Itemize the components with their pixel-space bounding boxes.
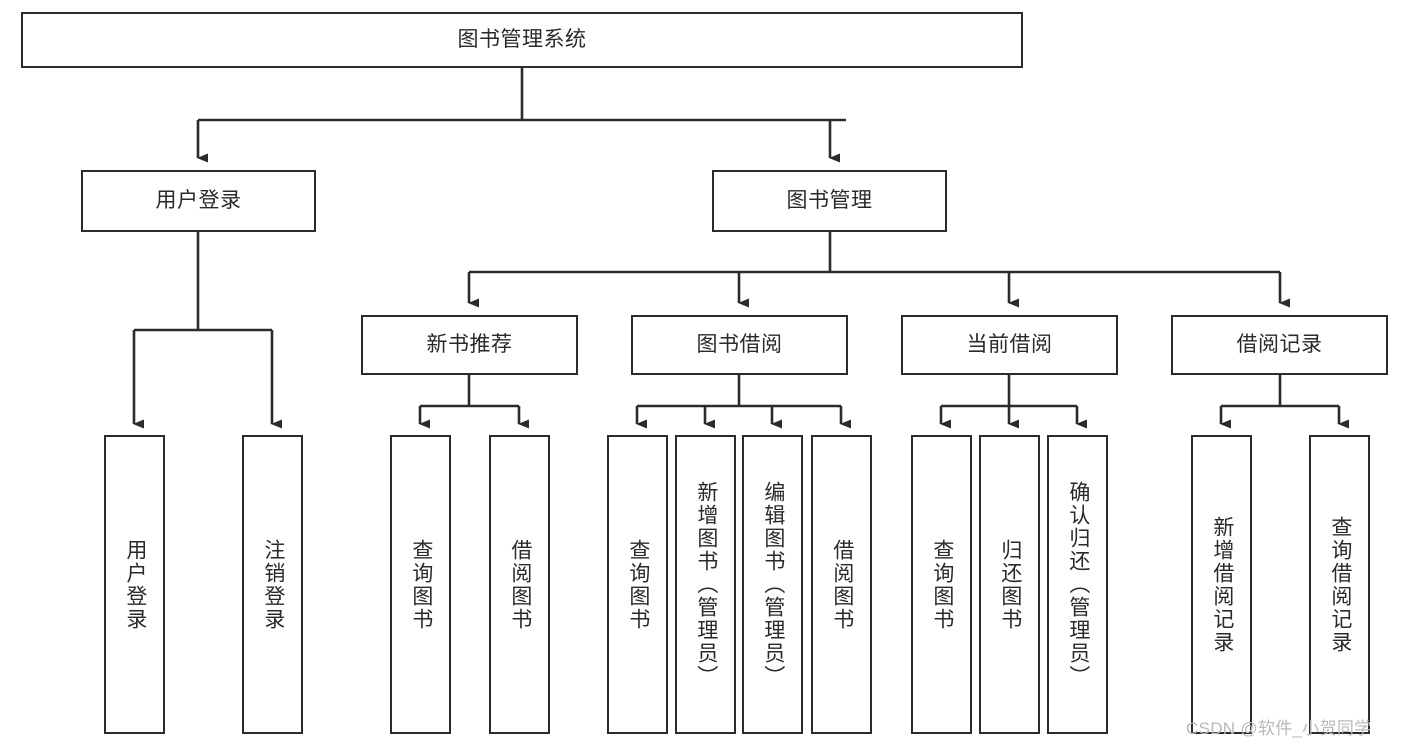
node-user-login[interactable]: 用户登录 <box>81 170 316 232</box>
leaf-record-query-record-label: 查询借阅记录 <box>1328 515 1352 654</box>
node-book-management-label: 图书管理 <box>786 188 873 212</box>
node-new-book-recommend-label: 新书推荐 <box>426 332 513 356</box>
leaf-recommend-borrow-book-label: 借阅图书 <box>508 538 532 631</box>
node-new-book-recommend[interactable]: 新书推荐 <box>361 315 578 375</box>
leaf-record-add-record[interactable]: 新增借阅记录 <box>1191 435 1252 734</box>
leaf-record-query-record[interactable]: 查询借阅记录 <box>1309 435 1370 734</box>
leaf-current-return-book-label: 归还图书 <box>998 538 1022 631</box>
leaf-borrow-query-book[interactable]: 查询图书 <box>607 435 668 734</box>
leaf-borrow-add-book-label: 新增图书（管理员） <box>694 481 718 688</box>
leaf-user-login-signin-label: 用户登录 <box>123 538 147 631</box>
watermark: CSDN @软件_小贺同学 <box>1186 719 1372 738</box>
node-root-label: 图书管理系统 <box>457 27 587 51</box>
leaf-recommend-borrow-book[interactable]: 借阅图书 <box>489 435 550 734</box>
leaf-current-confirm-return-label: 确认归还（管理员） <box>1066 481 1090 688</box>
leaf-borrow-borrow-book-label: 借阅图书 <box>830 538 854 631</box>
node-current-borrow[interactable]: 当前借阅 <box>901 315 1118 375</box>
node-borrow-record-label: 借阅记录 <box>1236 332 1323 356</box>
leaf-current-query-book-label: 查询图书 <box>930 538 954 631</box>
node-user-login-label: 用户登录 <box>155 188 242 212</box>
leaf-borrow-add-book[interactable]: 新增图书（管理员） <box>675 435 736 734</box>
leaf-record-add-record-label: 新增借阅记录 <box>1210 515 1234 654</box>
leaf-user-login-signout-label: 注销登录 <box>261 538 285 631</box>
node-borrow-record[interactable]: 借阅记录 <box>1171 315 1388 375</box>
leaf-borrow-edit-book-label: 编辑图书（管理员） <box>761 481 785 688</box>
leaf-borrow-query-book-label: 查询图书 <box>626 538 650 631</box>
node-root[interactable]: 图书管理系统 <box>21 12 1023 68</box>
node-book-management[interactable]: 图书管理 <box>712 170 947 232</box>
leaf-current-return-book[interactable]: 归还图书 <box>979 435 1040 734</box>
leaf-recommend-query-book-label: 查询图书 <box>409 538 433 631</box>
leaf-current-confirm-return[interactable]: 确认归还（管理员） <box>1047 435 1108 734</box>
leaf-current-query-book[interactable]: 查询图书 <box>911 435 972 734</box>
leaf-user-login-signout[interactable]: 注销登录 <box>242 435 303 734</box>
node-current-borrow-label: 当前借阅 <box>966 332 1053 356</box>
node-book-borrow-label: 图书借阅 <box>696 332 783 356</box>
node-book-borrow[interactable]: 图书借阅 <box>631 315 848 375</box>
leaf-borrow-borrow-book[interactable]: 借阅图书 <box>811 435 872 734</box>
leaf-user-login-signin[interactable]: 用户登录 <box>104 435 165 734</box>
leaf-recommend-query-book[interactable]: 查询图书 <box>390 435 451 734</box>
leaf-borrow-edit-book[interactable]: 编辑图书（管理员） <box>742 435 803 734</box>
